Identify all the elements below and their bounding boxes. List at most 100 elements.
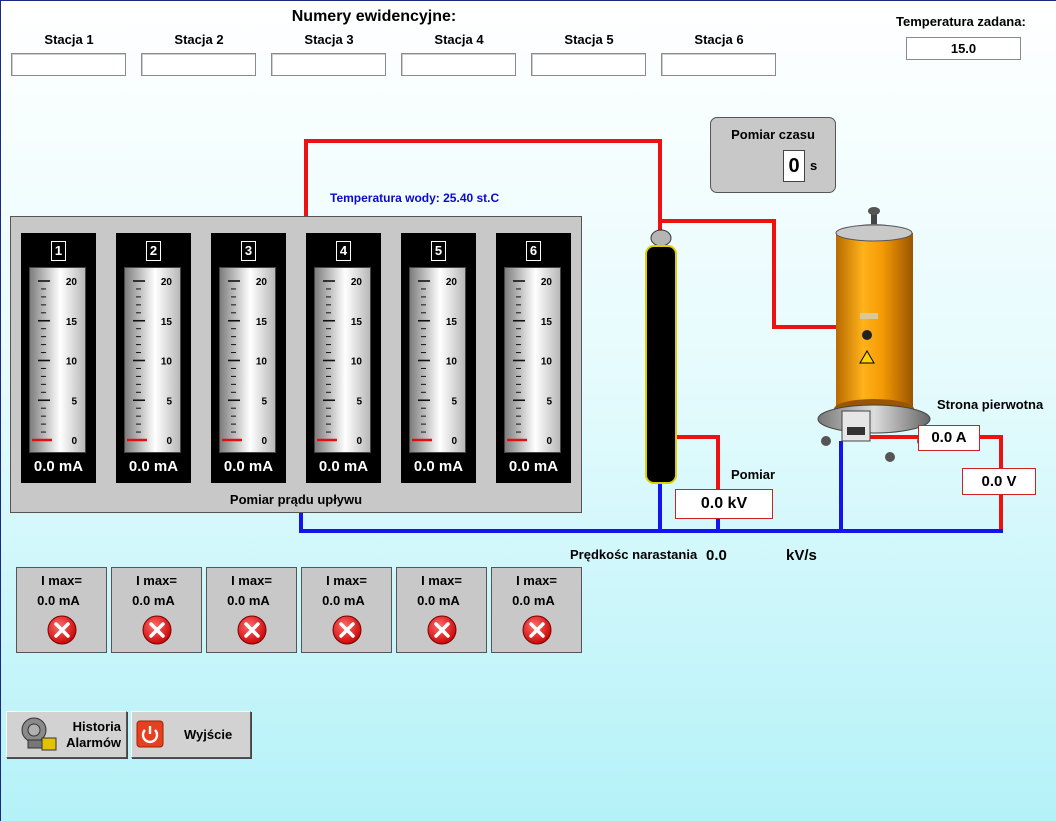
scale-tick-label: 0	[356, 436, 362, 447]
meter-value: 0.0 mA	[413, 458, 464, 475]
scale-tick-label: 20	[541, 277, 553, 288]
scale-tick-label: 0	[166, 436, 172, 447]
alarm-history-button[interactable]: Historia Alarmów	[6, 711, 127, 758]
imax-panel-4: I max= 0.0 mA	[301, 567, 392, 653]
exit-label: Wyjście	[184, 727, 233, 742]
hv-divider	[644, 228, 678, 486]
scale-tick-label: 0	[546, 436, 552, 447]
meter-value: 0.0 mA	[318, 458, 369, 475]
imax-value: 0.0 mA	[322, 593, 365, 608]
meter-value: 0.0 mA	[223, 458, 274, 475]
measurement-label: Pomiar	[731, 467, 776, 482]
power-icon	[136, 720, 164, 748]
set-temperature-label: Temperatura zadana:	[896, 14, 1026, 29]
transformer	[816, 205, 934, 467]
imax-panel-3: I max=0.0 mA	[206, 567, 297, 653]
error-x-icon	[426, 614, 458, 651]
scale-tick-label: 15	[256, 317, 268, 328]
station-label-1: Stacja 1	[44, 32, 94, 47]
scale-tick-label: 0	[261, 436, 267, 447]
imax-label: I max=	[231, 573, 272, 588]
rate-value: 0.0	[706, 547, 727, 564]
imax-value: 0.0 mA	[512, 593, 555, 608]
imax-panel-5: I max=0.0 mA	[396, 567, 487, 653]
imax-panel-2: I max= 0.0 mA	[111, 567, 202, 653]
error-x-icon	[46, 614, 78, 651]
scale-tick-label: 0	[451, 436, 457, 447]
rate-label: Prędkośc narastania	[570, 547, 698, 562]
transformer-graphic	[817, 207, 931, 462]
meter-value: 0.0 mA	[128, 458, 179, 475]
scale-tick-label: 20	[351, 277, 363, 288]
time-measurement-label: Pomiar czasu	[731, 127, 815, 142]
scale-tick-label: 10	[446, 357, 458, 368]
scale-tick-label: 5	[166, 396, 172, 407]
imax-label: I max=	[516, 573, 557, 588]
meter-scale: 20 15 10 5 0	[314, 267, 371, 453]
station-input-6[interactable]	[661, 53, 776, 76]
error-x-icon	[236, 614, 268, 651]
alarm-history-label: Historia Alarmów	[59, 719, 121, 751]
station-label-6: Stacja 6	[694, 32, 744, 47]
imax-label: I max=	[136, 573, 177, 588]
meter-number: 5	[431, 241, 446, 261]
scale-tick-label: 15	[541, 317, 553, 328]
scale-tick-label: 10	[351, 357, 363, 368]
imax-label: I max=	[41, 573, 82, 588]
station-label-4: Stacja 4	[434, 32, 484, 47]
meter-scale: 20 15 10 5 0	[504, 267, 561, 453]
station-input-5[interactable]	[531, 53, 646, 76]
alarm-bell-icon	[21, 717, 57, 751]
alarm-history-line1: Historia	[72, 719, 121, 734]
scale-tick-label: 15	[66, 317, 78, 328]
imax-value: 0.0 mA	[37, 593, 80, 608]
error-x-icon	[331, 614, 363, 651]
station-input-3[interactable]	[271, 53, 386, 76]
meter-value: 0.0 mA	[33, 458, 84, 475]
exit-button[interactable]: Wyjście	[131, 711, 251, 758]
time-measurement-value: 0	[783, 150, 805, 182]
imax-label: I max=	[326, 573, 367, 588]
meter-number: 2	[146, 241, 161, 261]
scale-tick-label: 20	[446, 277, 458, 288]
imax-value: 0.0 mA	[417, 593, 460, 608]
station-label-3: Stacja 3	[304, 32, 354, 47]
imax-panel-1: I max= 0.0 mA	[16, 567, 107, 653]
station-input-4[interactable]	[401, 53, 516, 76]
scale-tick-label: 10	[541, 357, 553, 368]
primary-side-label: Strona pierwotna	[937, 397, 1044, 412]
water-temperature: Temperatura wody: 25.40 st.C	[330, 191, 500, 205]
scale-tick-label: 10	[66, 357, 78, 368]
station-input-1[interactable]	[11, 53, 126, 76]
registration-numbers-title: Numery ewidencyjne:	[291, 8, 457, 25]
error-x-icon	[141, 614, 173, 651]
meter-number: 4	[336, 241, 351, 261]
meter-number: 1	[51, 241, 66, 261]
station-label-5: Stacja 5	[564, 32, 614, 47]
scale-tick-label: 15	[351, 317, 363, 328]
imax-value: 0.0 mA	[132, 593, 175, 608]
imax-panel-6: I max= 0.0 mA	[491, 567, 582, 653]
meter-number: 3	[241, 241, 256, 261]
scale-tick-label: 5	[546, 396, 552, 407]
scale-tick-label: 10	[256, 357, 268, 368]
scale-tick-label: 5	[451, 396, 457, 407]
set-temperature-field[interactable]: 15.0	[906, 37, 1021, 60]
scale-tick-label: 20	[161, 277, 173, 288]
hv-divider-graphic	[645, 229, 677, 484]
meter-value: 0.0 mA	[508, 458, 559, 475]
station-label-2: Stacja 2	[174, 32, 224, 47]
error-x-icon	[521, 614, 553, 651]
alarm-history-line2: Alarmów	[66, 735, 121, 750]
station-input-2[interactable]	[141, 53, 256, 76]
scale-tick-label: 5	[356, 396, 362, 407]
scale-tick-label: 20	[256, 277, 268, 288]
scale-tick-label: 15	[161, 317, 173, 328]
